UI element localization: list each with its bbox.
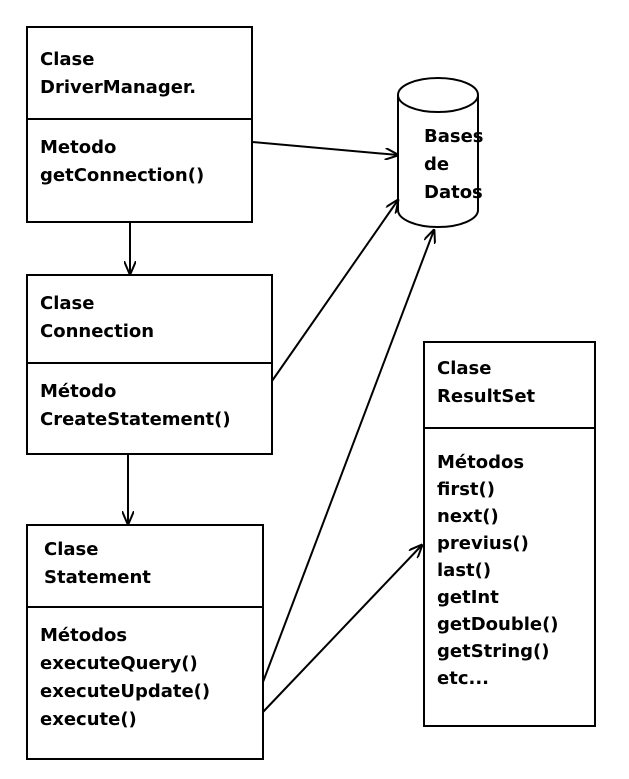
arrow-statement-to-resultset [262,545,422,713]
method-item: execute() [40,709,137,730]
class-box-statement: Clase Statement Métodos executeQuery() e… [26,524,264,760]
class-name: Statement [44,567,151,588]
class-name: Connection [40,321,155,342]
class-keyword: Clase [40,293,95,314]
method-label: Método [40,381,117,402]
method-item: first() [437,479,495,500]
arrow-drivermanager-to-database [251,141,398,155]
arrow-connection-to-database [271,200,398,382]
database-cylinder-icon [397,77,479,228]
methods-label: Métodos [40,625,128,646]
database-label-line: Datos [424,182,483,203]
method-item: executeQuery() [40,653,198,674]
method-item: getInt [437,587,499,608]
class-box-drivermanager: Clase DriverManager. Metodo getConnectio… [26,26,253,223]
class-box-resultset: Clase ResultSet Métodos first() next() p… [423,341,596,727]
class-keyword: Clase [437,358,492,379]
database-label-line: Bases [424,126,484,147]
methods-label: Métodos [437,452,525,473]
method-label: Metodo [40,137,117,158]
class-box-connection: Clase Connection Método CreateStatement(… [26,274,273,455]
class-keyword: Clase [44,539,99,560]
method-item: getDouble() [437,614,559,635]
database-label-line: de [424,154,450,175]
method-item: next() [437,506,499,527]
class-name: ResultSet [437,386,536,407]
method-item: previus() [437,533,529,554]
method-item: CreateStatement() [40,409,231,430]
database-label: Bases de Datos [424,123,484,207]
arrow-statement-to-database [262,230,434,683]
method-item: getConnection() [40,165,205,186]
class-name: DriverManager. [40,77,197,98]
method-item: last() [437,560,492,581]
method-item: executeUpdate() [40,681,211,702]
method-item: etc... [437,668,489,689]
class-keyword: Clase [40,49,95,70]
method-item: getString() [437,641,550,662]
